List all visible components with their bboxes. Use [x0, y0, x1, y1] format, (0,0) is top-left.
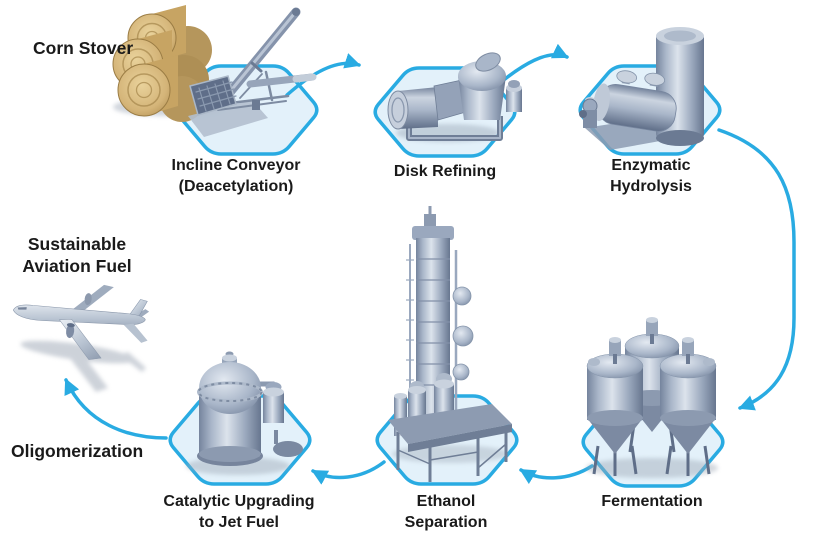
airplane-shadow	[20, 340, 146, 392]
stage-label-enzymatic-hydrolysis: Enzymatic Hydrolysis	[610, 157, 692, 196]
stage-label-ethanol-separation: Ethanol Separation	[404, 493, 488, 532]
arrow-disk-to-enzymatic	[503, 43, 569, 81]
ethanol-separation-illustration	[388, 206, 512, 482]
incline-conveyor-illustration	[188, 7, 317, 137]
arrow-enzymatic-to-fermentation	[717, 128, 796, 411]
oligomerization-label: Oligomerization	[11, 441, 144, 461]
flow-arrows	[64, 43, 796, 485]
stage-label-disk-refining: Disk Refining	[393, 163, 497, 180]
arrow-fermentation-to-ethanol	[519, 464, 594, 485]
fermentation-tanks-illustration	[586, 317, 718, 478]
corn-stover-bales	[112, 5, 223, 122]
catalytic-upgrading-illustration	[186, 351, 303, 475]
stage-label-incline-conveyor: Incline Conveyor (Deacetylation)	[171, 157, 301, 196]
arrow-conveyor-to-disk	[285, 53, 361, 97]
corn-stover-label: Corn Stover	[33, 38, 134, 58]
arrow-oligomerization-to-plane	[64, 378, 168, 440]
stage-label-fermentation: Fermentation	[601, 493, 703, 510]
arrow-ethanol-to-catalytic	[311, 460, 386, 485]
enzymatic-hydrolysis-illustration	[579, 27, 704, 150]
sustainable-aviation-fuel-label: Sustainable Aviation Fuel	[22, 234, 132, 277]
stage-label-catalytic-upgrading: Catalytic Upgrading to Jet Fuel	[163, 493, 315, 532]
airplane-illustration	[12, 284, 150, 392]
disk-refiner-illustration	[387, 52, 522, 142]
